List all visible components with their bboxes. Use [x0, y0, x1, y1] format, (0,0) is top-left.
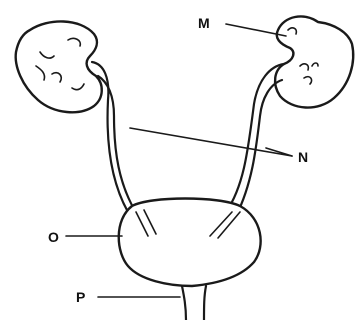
label-p: P	[76, 289, 85, 305]
right-kidney	[275, 16, 353, 107]
urethra	[182, 286, 206, 320]
urinary-bladder	[119, 199, 261, 287]
leader-line-n-left	[130, 128, 292, 156]
label-n: N	[298, 149, 308, 165]
label-o: O	[48, 229, 59, 245]
label-m: M	[198, 15, 210, 31]
left-kidney	[16, 21, 102, 112]
